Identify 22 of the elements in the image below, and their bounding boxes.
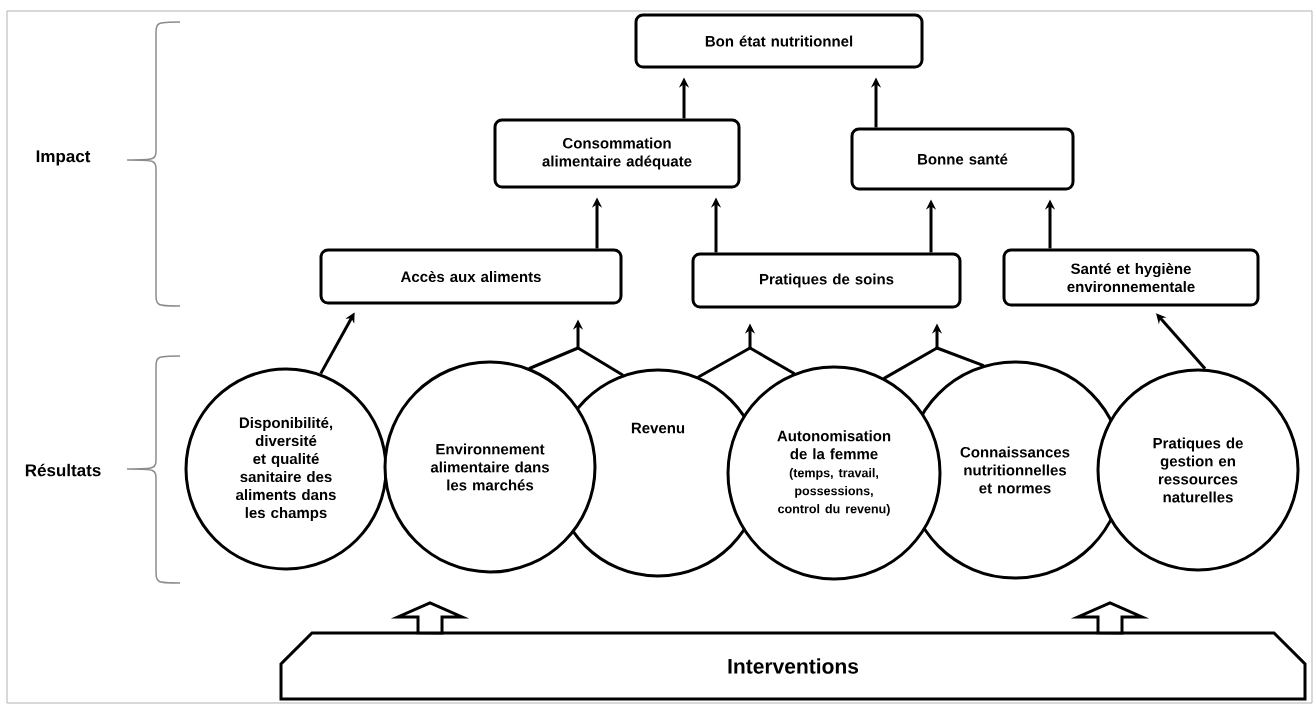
line <box>935 346 985 367</box>
line <box>697 346 752 379</box>
rounded-box: Pratiques de soins <box>691 252 962 309</box>
node-label: Pratiques de gestion en ressources naturelles <box>1153 437 1243 503</box>
line <box>528 346 580 370</box>
rounded-box: Accès aux aliments <box>319 248 623 305</box>
circle-node: Autonomisation de la femme (temps, travail, possessions, control du revenu) <box>726 365 942 581</box>
circle-node: Pratiques de gestion en ressources naturelles <box>1096 368 1300 572</box>
rounded-box: Santé et hygiène environnementale <box>1002 248 1260 307</box>
rounded-box: Bon état nutritionnel <box>634 13 924 69</box>
line <box>576 346 624 377</box>
block-arrow <box>1070 601 1150 635</box>
circle-node: Disponibilité, diversité et qualité sanitaire des aliments dans les champs <box>184 367 388 571</box>
level-label: Résultats <box>25 463 101 477</box>
circle-node: Environnement alimentaire dans les marchés <box>383 360 597 574</box>
rounded-box: Bonne santé <box>850 127 1075 191</box>
banner: Interventions <box>279 631 1307 701</box>
block-arrow <box>390 601 470 635</box>
line <box>882 346 939 380</box>
level-label: Impact <box>36 150 91 166</box>
line <box>748 346 796 375</box>
rounded-box: Consommation alimentaire adéquate <box>493 118 741 189</box>
